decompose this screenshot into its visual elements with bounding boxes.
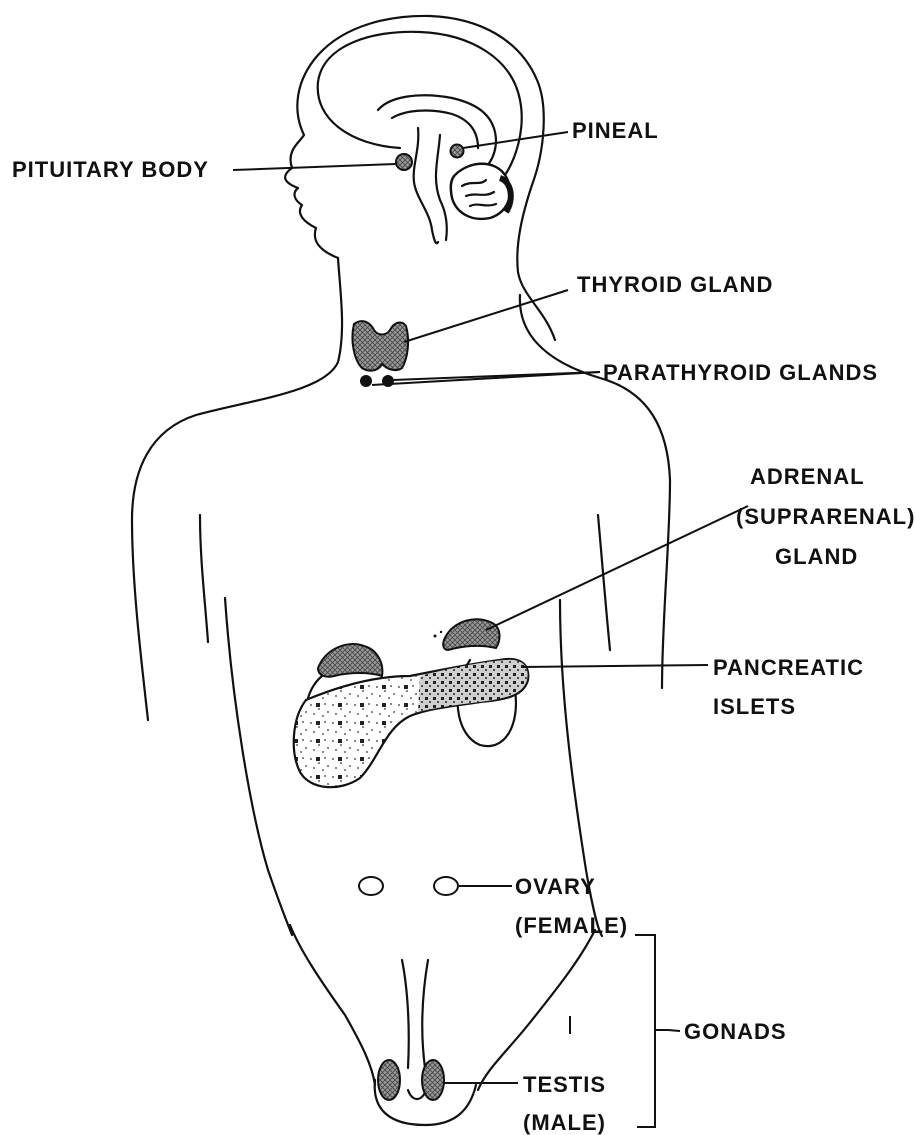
cerebellum (451, 164, 510, 219)
gonads-bracket (635, 935, 680, 1127)
pineal-leader (463, 132, 568, 148)
thyroid-group (352, 321, 408, 387)
brain-outer (318, 32, 522, 175)
brainstem-front (414, 128, 438, 243)
pineal-gland (451, 145, 464, 158)
penis-right-line (422, 960, 428, 1068)
neck-back (520, 295, 670, 688)
ovary-label-line2: (FEMALE) (515, 913, 628, 938)
right-ovary (434, 877, 458, 895)
adrenal-leader (486, 506, 748, 630)
testis-label-line1: TESTIS (523, 1072, 606, 1097)
body-outline (132, 16, 670, 1125)
left-adrenal-gland (318, 644, 382, 677)
thyroid-gland (352, 321, 408, 371)
pituitary-label: PITUITARY BODY (12, 157, 209, 182)
left-arm-inner (200, 515, 208, 642)
pituitary-gland (396, 154, 412, 170)
left-ovary (359, 877, 383, 895)
dot-1 (434, 635, 437, 638)
brain (318, 32, 522, 243)
adrenal-label-line3: GLAND (775, 544, 858, 569)
left-testis (378, 1060, 400, 1100)
dot-2 (440, 631, 442, 633)
testis-label-line2: (MALE) (523, 1110, 606, 1135)
gonads-label: GONADS (684, 1019, 787, 1044)
adrenal-label-line2: (SUPRARENAL) (736, 504, 915, 529)
thyroid-label: THYROID GLAND (577, 272, 773, 297)
brainstem-back (436, 135, 447, 240)
parathyroid-label: PARATHYROID GLANDS (603, 360, 878, 385)
ovary-label-line1: OVARY (515, 874, 596, 899)
groin-left (290, 925, 375, 1085)
brain-inner-arc (392, 111, 478, 148)
groin-right (478, 930, 595, 1090)
pancreas-label-line1: PANCREATIC (713, 655, 864, 680)
right-adrenal-gland (443, 619, 499, 650)
adrenal-label-line1: ADRENAL (750, 464, 865, 489)
pituitary-leader (233, 164, 396, 170)
right-arm-inner (598, 515, 610, 650)
pancreas-leader (522, 665, 708, 667)
pancreas-label-line2: ISLETS (713, 694, 796, 719)
left-torso (225, 598, 292, 935)
pineal-label: PINEAL (572, 118, 659, 143)
abdominal-organs (294, 619, 529, 787)
penis-left-line (402, 960, 409, 1068)
parathyroid-left (360, 375, 372, 387)
neck-front (132, 258, 342, 720)
right-testis (422, 1060, 444, 1100)
